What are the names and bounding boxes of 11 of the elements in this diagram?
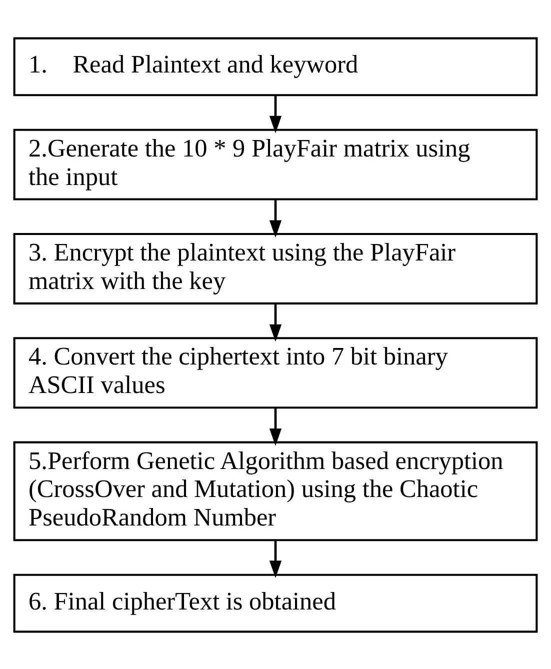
node-box: 6. Final cipherText is obtained bbox=[13, 573, 538, 632]
arrow bbox=[269, 407, 282, 446]
node-box: 2.Generate the 10 * 9 PlayFair matrix using the input bbox=[13, 128, 538, 200]
node-box: 4. Convert the ciphertext into 7 bit binary ASCII values bbox=[13, 336, 538, 408]
arrow bbox=[269, 303, 282, 342]
node-box: 3. Encrypt the plaintext using the PlayFair matrix with the key bbox=[13, 232, 538, 304]
node-box: 1. Read Plaintext and keyword bbox=[13, 36, 538, 96]
arrow bbox=[269, 540, 282, 578]
arrow bbox=[269, 199, 282, 238]
node-box: 5.Perform Genetic Algorithm based encryption (CrossOver and Mutation) using the Chaotic PseudoRandom Number bbox=[13, 440, 538, 541]
arrow bbox=[269, 94, 282, 133]
